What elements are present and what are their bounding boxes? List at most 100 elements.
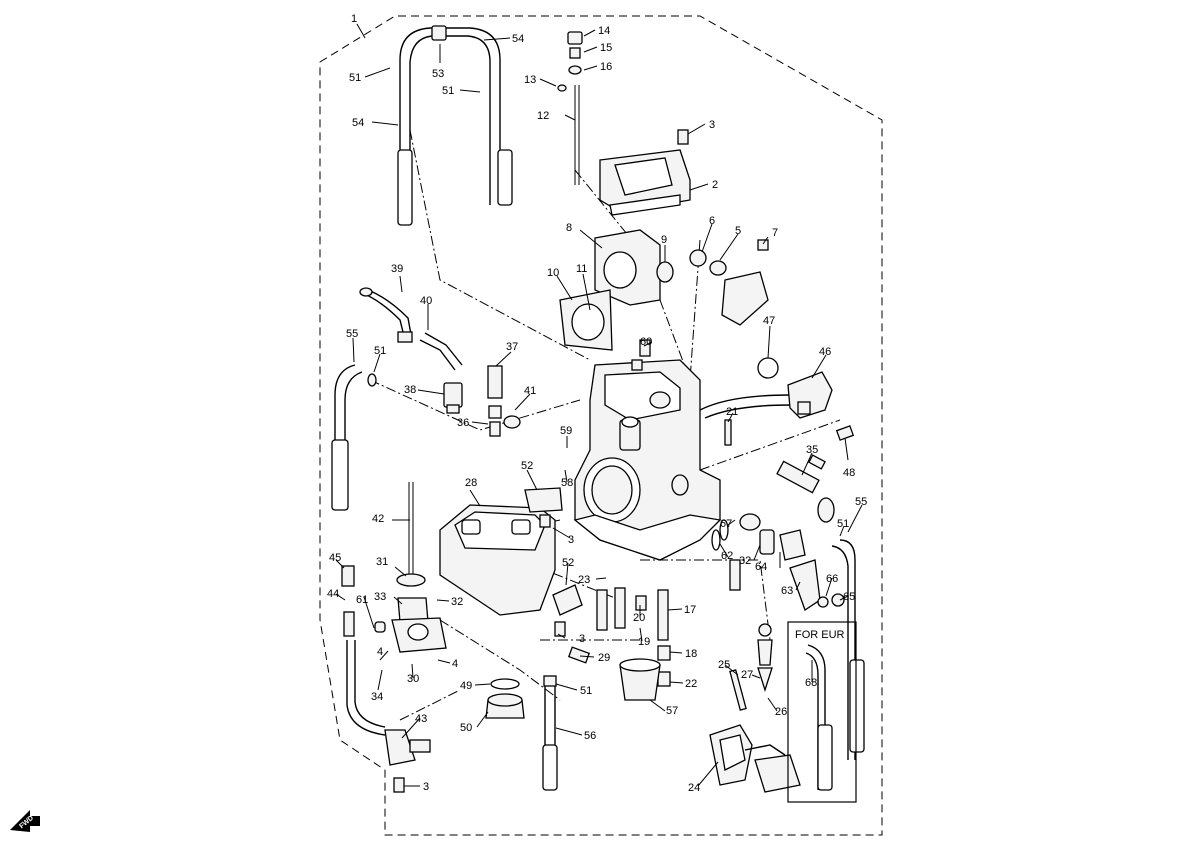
callout-9: 9 [661, 234, 667, 246]
callout-3: 3 [568, 534, 574, 546]
callout-66: 66 [826, 573, 838, 585]
callout-7: 7 [772, 227, 778, 239]
callout-41: 41 [524, 385, 536, 397]
callout-52: 52 [521, 460, 533, 472]
callout-50: 50 [460, 722, 472, 734]
callout-30: 30 [407, 673, 419, 685]
callout-54: 54 [352, 117, 364, 129]
callout-37: 37 [506, 341, 518, 353]
for-eur-box: FOR EUR [787, 621, 857, 803]
callout-64: 64 [755, 561, 767, 573]
float-bowl [374, 482, 556, 653]
hot-start-assembly [699, 357, 855, 441]
callout-25: 25 [718, 659, 730, 671]
callout-28: 28 [465, 477, 477, 489]
callout-36: 36 [457, 417, 469, 429]
callout-32: 32 [739, 555, 751, 567]
callout-34: 34 [371, 691, 383, 703]
center-drain-hose [542, 675, 558, 791]
assembly-boundary [319, 15, 883, 836]
callout-26: 26 [775, 706, 787, 718]
callout-58: 58 [561, 477, 573, 489]
callout-51: 51 [374, 345, 386, 357]
jets-and-needles [524, 487, 671, 687]
callout-8: 8 [566, 222, 572, 234]
throttle-stop-screw [557, 31, 583, 185]
callout-24: 24 [688, 782, 700, 794]
guide-lines [369, 129, 841, 721]
throttle-cover-plate [559, 229, 769, 351]
callout-67: 67 [720, 518, 732, 530]
callout-63: 63 [781, 585, 793, 597]
callout-42: 42 [372, 513, 384, 525]
callout-40: 40 [420, 295, 432, 307]
callout-55: 55 [855, 496, 867, 508]
callout-55: 55 [346, 328, 358, 340]
callout-35: 35 [806, 444, 818, 456]
callout-33: 33 [374, 591, 386, 603]
callout-46: 46 [819, 346, 831, 358]
callout-49: 49 [460, 680, 472, 692]
callout-16: 16 [600, 61, 612, 73]
callout-43: 43 [415, 713, 427, 725]
callout-51: 51 [349, 72, 361, 84]
callout-53: 53 [432, 68, 444, 80]
choke-plunger [776, 454, 865, 760]
callout-65: 65 [843, 591, 855, 603]
callout-56: 56 [584, 730, 596, 742]
carburetor-body [573, 339, 732, 561]
callout-51: 51 [580, 685, 592, 697]
left-hoses [331, 287, 463, 511]
callout-3: 3 [579, 633, 585, 645]
callout-5: 5 [735, 225, 741, 237]
callout-leaders [335, 23, 863, 787]
callout-4: 4 [452, 658, 458, 670]
callout-31: 31 [376, 556, 388, 568]
callout-4: 4 [377, 646, 383, 658]
vent-hose-assembly [397, 25, 513, 226]
fuel-line-assembly [341, 565, 431, 793]
callout-17: 17 [684, 604, 696, 616]
callout-52: 52 [562, 557, 574, 569]
drain-and-cup [485, 658, 661, 719]
callout-13: 13 [524, 74, 536, 86]
callout-labels: 1 54 51 53 51 54 14 15 16 13 12 3 2 8 9 … [327, 13, 867, 794]
callout-51: 51 [442, 85, 454, 97]
callout-11: 11 [576, 263, 587, 275]
float-valve-parts [443, 365, 521, 437]
fwd-arrow-icon: FWD [10, 810, 40, 832]
callout-32: 32 [451, 596, 463, 608]
callout-45: 45 [329, 552, 341, 564]
callout-23: 23 [578, 574, 590, 586]
callout-12: 12 [537, 110, 549, 122]
for-eur-label: FOR EUR [795, 629, 845, 641]
callout-47: 47 [763, 315, 775, 327]
callout-18: 18 [685, 648, 697, 660]
callout-48: 48 [843, 467, 855, 479]
top-cover [599, 129, 691, 216]
accelerator-pump-parts [711, 513, 845, 711]
callout-62: 62 [721, 550, 733, 562]
callout-29: 29 [598, 652, 610, 664]
callout-44: 44 [327, 588, 339, 600]
callout-57: 57 [666, 705, 678, 717]
callout-3: 3 [709, 119, 715, 131]
callout-6: 6 [709, 215, 715, 227]
callout-59: 59 [560, 425, 572, 437]
callout-60: 60 [640, 336, 652, 348]
callout-54: 54 [512, 33, 524, 45]
callout-15: 15 [600, 42, 612, 54]
callout-68: 68 [805, 677, 817, 689]
callout-2: 2 [712, 179, 718, 191]
callout-22: 22 [685, 678, 697, 690]
callout-38: 38 [404, 384, 416, 396]
callout-21: 21 [726, 406, 738, 418]
callout-20: 20 [633, 612, 645, 624]
callout-61: 61 [356, 594, 368, 606]
callout-39: 39 [391, 263, 403, 275]
callout-1: 1 [351, 13, 357, 25]
callout-14: 14 [598, 25, 610, 37]
callout-3: 3 [423, 781, 429, 793]
callout-51: 51 [837, 518, 849, 530]
